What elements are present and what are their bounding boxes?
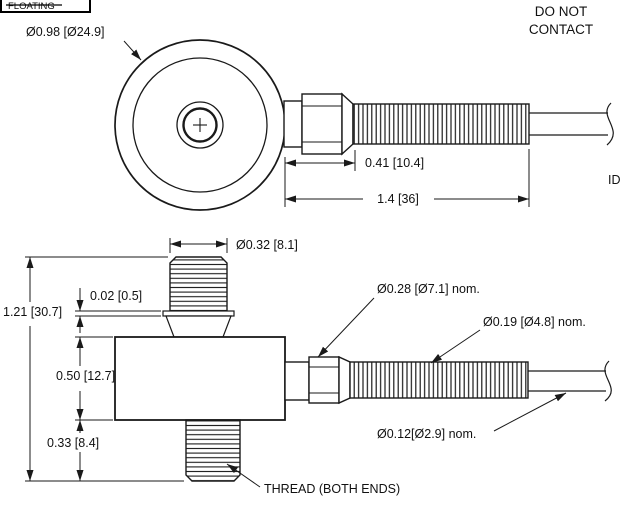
sensor-body: [114, 336, 286, 421]
dim-overall-length: 1.4 [36]: [377, 192, 419, 206]
front-view-dims: [25, 238, 567, 488]
corner-note: FLOATING: [0, 0, 91, 13]
dim-overall-height: 1.21 [30.7]: [3, 305, 62, 319]
corner-note-box: [0, 0, 91, 13]
do-not-contact-line1: DO NOT: [535, 4, 588, 19]
dim-connector-dia: Ø0.28 [Ø7.1] nom.: [377, 282, 480, 296]
connector-taper: [341, 92, 354, 156]
top-stud-thread: [169, 256, 228, 312]
top-view-dia-dim: Ø0.98 [Ø24.9]: [26, 25, 142, 61]
strain-relief-spring-front: [349, 361, 529, 399]
dia-leader-line: [123, 40, 142, 61]
strain-relief-spring: [352, 103, 530, 145]
dia-label: Ø0.98 [Ø24.9]: [26, 25, 105, 39]
leader-cable-dia: [493, 392, 567, 432]
connector-hex: [301, 93, 343, 155]
dim-shoulder: 0.02 [0.5]: [90, 289, 142, 303]
dim-body-height: 0.50 [12.7]: [56, 369, 115, 383]
connector-ferrule-front: [284, 361, 310, 401]
dim-hex-length: 0.41 [10.4]: [365, 156, 424, 170]
front-view: [114, 256, 612, 482]
bottom-stud-thread: [185, 419, 241, 482]
side-view-dims: [284, 149, 530, 207]
leader-thread-note: [226, 463, 261, 488]
housing-inner-circle: [132, 57, 268, 193]
leader-relief-dia: [430, 329, 481, 364]
dim-stud-len: 0.33 [8.4]: [47, 436, 99, 450]
corner-note-text: FLOATING: [8, 1, 55, 12]
hub-inner-circle: [182, 107, 218, 143]
thread-note: THREAD (BOTH ENDS): [264, 482, 400, 496]
dim-stud-dia: Ø0.32 [8.1]: [236, 238, 298, 252]
id-label: ID: [608, 173, 621, 187]
flange: [162, 310, 235, 317]
side-view: [283, 92, 614, 156]
top-view: [114, 39, 286, 211]
hub-outer-circle: [176, 101, 224, 149]
dim-cable-dia: Ø0.12[Ø2.9] nom.: [377, 427, 476, 441]
connector-ferrule: [283, 100, 303, 148]
do-not-contact-line2: CONTACT: [529, 22, 593, 37]
neck: [165, 315, 232, 338]
cable-break-mark-front: [604, 360, 612, 402]
connector-taper-front: [338, 355, 351, 405]
cable-break-mark: [606, 102, 614, 146]
connector-hex-front: [308, 356, 340, 404]
dim-relief-dia: Ø0.19 [Ø4.8] nom.: [483, 315, 586, 329]
leader-connector-dia: [317, 297, 375, 358]
